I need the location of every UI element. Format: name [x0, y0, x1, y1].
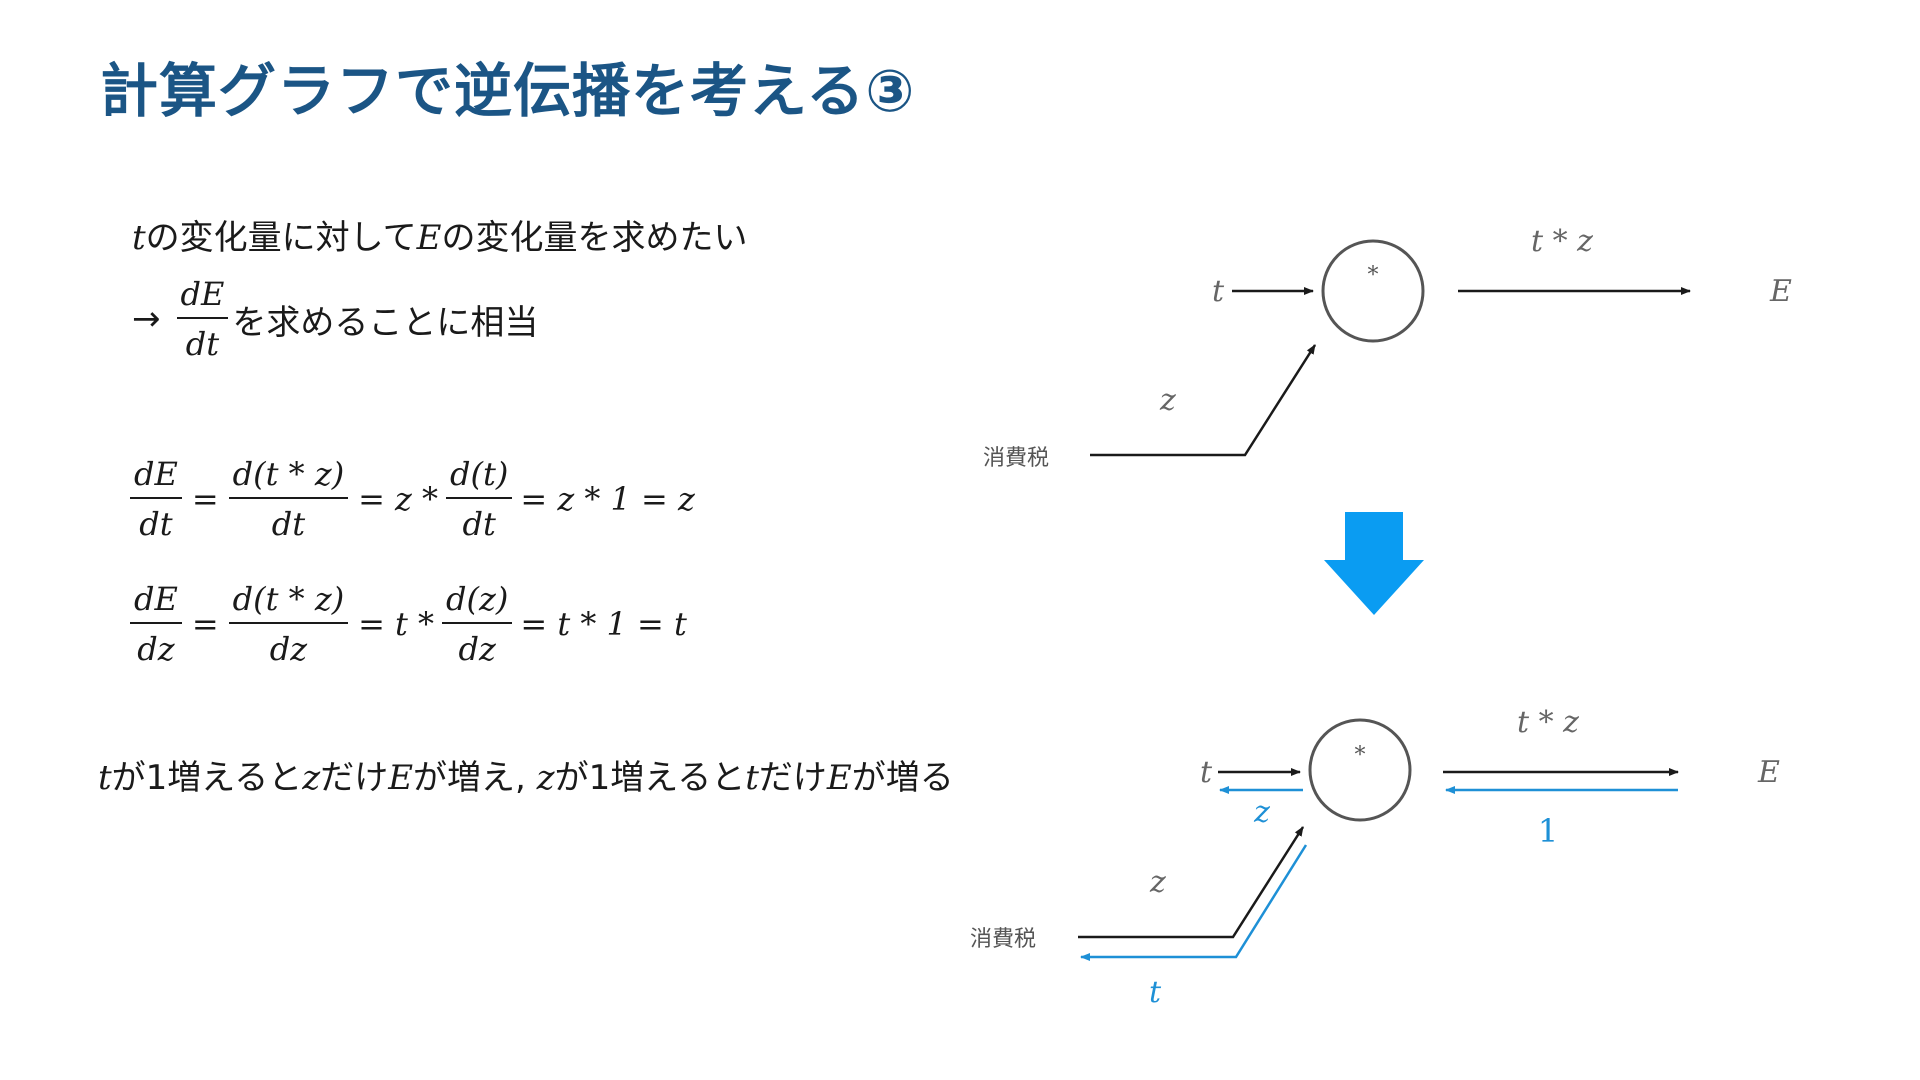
implies-arrow: →: [132, 299, 161, 339]
eq2-right: d(z) dz: [442, 580, 513, 668]
top-edge-z: [1090, 344, 1317, 457]
eq1-tail: = z * 1 = z: [520, 480, 695, 518]
conclusion-text: だけ: [758, 758, 827, 798]
var-t: t: [132, 218, 146, 258]
var-E: E: [416, 218, 442, 258]
bottom-input-t-label: t: [1200, 755, 1213, 790]
top-output-E: E: [1769, 274, 1792, 309]
eq1-lhs-num: dE: [130, 455, 182, 499]
bottom-tax-label: 消費税: [970, 927, 1036, 952]
eq2-mid-den: dz: [269, 630, 308, 668]
grad-z-label: t: [1149, 975, 1162, 1010]
top-node-operator: *: [1368, 263, 1379, 288]
bottom-node-operator: *: [1355, 743, 1366, 768]
conclusion-text: だけ: [320, 758, 389, 798]
grad-t-label: z: [1253, 795, 1270, 830]
eq2-lhs: dE dz: [130, 580, 182, 668]
intro-text-3: を求めることに相当: [232, 302, 539, 343]
down-arrow-icon: [1324, 512, 1424, 615]
top-tax-label: 消費税: [983, 446, 1049, 471]
bottom-multiply-node: [1308, 718, 1412, 822]
bottom-edge-z-forward: [1078, 826, 1305, 939]
graph-backward: t z * t * z 1 E z t 消費税: [970, 705, 1780, 1010]
top-multiply-node: [1321, 239, 1425, 343]
eq2-factor: t *: [394, 605, 435, 643]
eq2-tail: = t * 1 = t: [520, 605, 687, 643]
eq2-right-num: d(z): [442, 580, 513, 624]
top-input-t-label: t: [1212, 274, 1225, 309]
eq1-mid-den: dt: [271, 505, 306, 543]
eq1-mid-num: d(t * z): [228, 455, 349, 499]
eq1-right-num: d(t): [446, 455, 513, 499]
eq1-lhs-den: dt: [139, 505, 173, 543]
conclusion-text: が1増えると: [111, 758, 303, 798]
var-E: E: [388, 758, 414, 798]
conclusion-text: が増る: [851, 758, 954, 798]
fraction-denominator: dt: [185, 325, 220, 363]
eq1-factor: z *: [394, 480, 439, 518]
eq2-right-den: dz: [458, 630, 496, 668]
page-title: 計算グラフで逆伝播を考える③: [100, 57, 916, 125]
bottom-edge-z-backward: [1080, 844, 1308, 961]
equals-sign: =: [358, 480, 385, 518]
intro-line-2: → dE dt を求めることに相当: [132, 275, 538, 363]
eq2-mid: d(t * z) dz: [228, 580, 349, 668]
equation-dE-dz: dE dz = d(t * z) dz = t * d(z) dz = t * …: [126, 580, 691, 668]
conclusion-text: が1増えると: [554, 758, 746, 798]
top-input-z-label: z: [1159, 383, 1176, 418]
intro-text-2: の変化量を求めたい: [441, 218, 748, 258]
var-E: E: [826, 758, 852, 798]
conclusion-line: tが1増えるとzだけEが増え, zが1増えるとtだけEが増る: [98, 750, 954, 799]
eq1-lhs: dE dt: [130, 455, 182, 543]
intro-line-1: tの変化量に対してEの変化量を求めたい: [132, 210, 747, 259]
equation-dE-dt: dE dt = d(t * z) dt = z * d(t) dt = z * …: [126, 455, 699, 543]
equals-sign: =: [358, 605, 385, 643]
conclusion-text: が増え,: [413, 758, 537, 798]
intro-text-1: の変化量に対して: [145, 218, 417, 258]
var-t: t: [98, 758, 112, 798]
fraction-dE-dt: dE dt: [176, 275, 229, 363]
eq2-lhs-num: dE: [130, 580, 182, 624]
grad-out-label: 1: [1538, 812, 1558, 850]
eq2-lhs-den: dz: [137, 630, 175, 668]
var-z: z: [536, 758, 555, 798]
bottom-input-z-label: z: [1149, 865, 1166, 900]
fraction-numerator: dE: [176, 275, 229, 319]
var-z: z: [302, 758, 321, 798]
eq2-mid-num: d(t * z): [228, 580, 349, 624]
eq1-right-den: dt: [462, 505, 496, 543]
equals-sign: =: [191, 480, 219, 518]
eq1-mid: d(t * z) dt: [228, 455, 349, 543]
bottom-edge-label: t * z: [1517, 705, 1579, 740]
equals-sign: =: [191, 605, 219, 643]
top-edge-label: t * z: [1531, 224, 1593, 259]
graph-forward: t * t * z E z 消費税: [983, 224, 1792, 471]
var-t: t: [745, 758, 759, 798]
eq1-right: d(t) dt: [446, 455, 513, 543]
bottom-output-E: E: [1757, 755, 1780, 790]
